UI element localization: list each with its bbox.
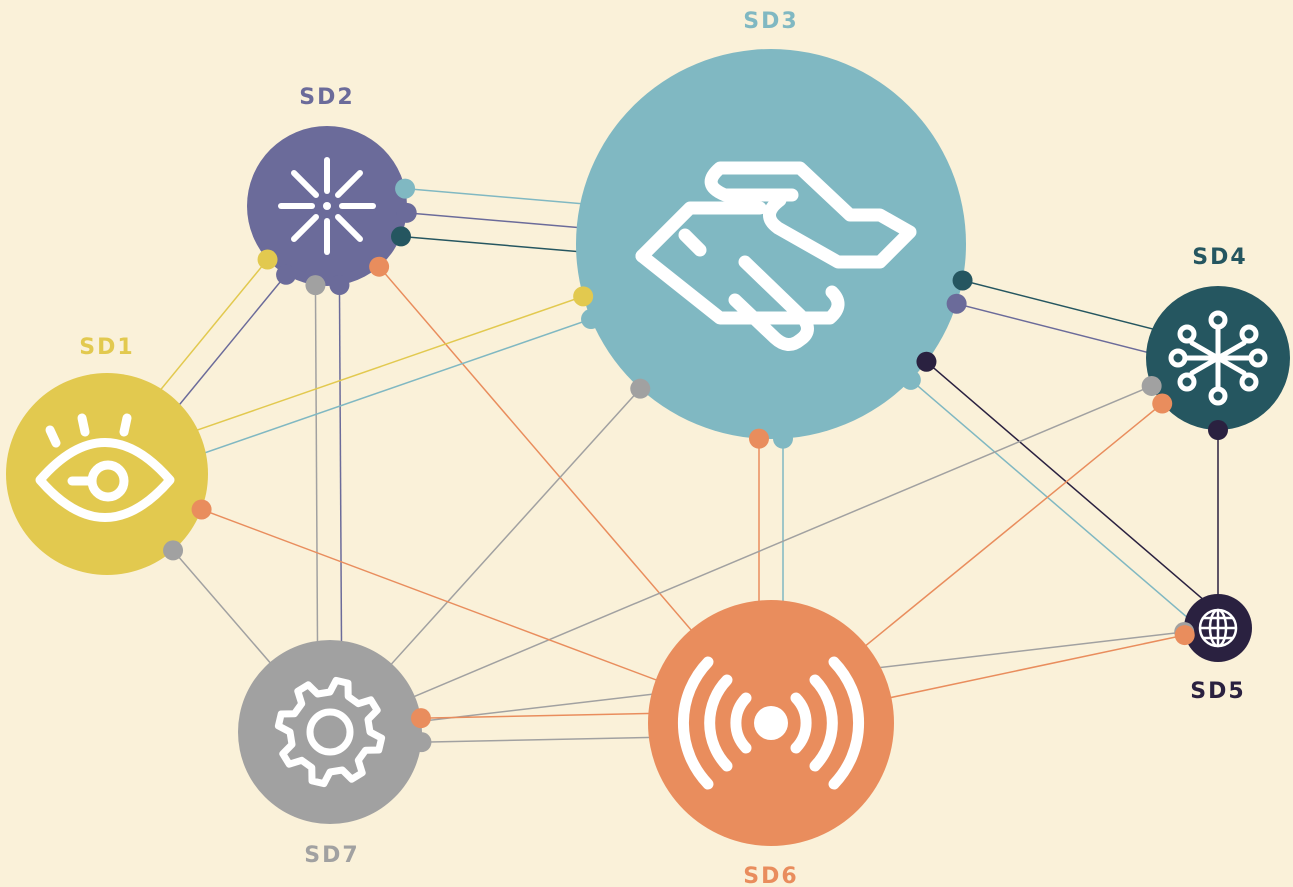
connector-dot-sd2 — [390, 226, 411, 247]
connection-dots — [163, 178, 1228, 753]
connector-dot-sd5 — [1174, 625, 1195, 646]
node-sd6: SD6 — [648, 600, 894, 887]
connector-dot-sd2 — [329, 275, 350, 296]
node-sd1: SD1 — [6, 335, 208, 575]
connector-dot-sd2 — [369, 256, 390, 277]
node-sd7-circle — [238, 640, 422, 824]
globe-icon — [1198, 608, 1238, 648]
connector-dot-sd3 — [581, 309, 602, 330]
node-sd3-label: SD3 — [743, 9, 798, 34]
eye-icon — [35, 413, 175, 522]
node-sd7-label: SD7 — [304, 843, 359, 868]
node-sd1-label: SD1 — [79, 335, 134, 360]
node-sd7: SD7 — [238, 640, 422, 868]
connector-dot-sd4 — [1152, 393, 1173, 414]
connector-dot-sd2 — [395, 178, 416, 199]
node-sd6-label: SD6 — [743, 864, 798, 887]
connector-dot-sd2 — [396, 202, 417, 223]
connector-dot-sd7 — [410, 708, 431, 729]
node-sd2: SD2 — [247, 85, 407, 286]
connector-dot-sd3 — [946, 293, 967, 314]
connector-dot-sd3 — [749, 428, 769, 449]
connector-dot-sd1 — [163, 540, 184, 561]
connector-dot-sd3 — [573, 286, 594, 307]
node-sd5: SD5 — [1184, 594, 1252, 704]
node-sd4-label: SD4 — [1192, 245, 1247, 270]
connector-dot-sd2 — [305, 275, 326, 296]
connector-dot-sd2 — [257, 249, 278, 270]
sparkle-icon — [278, 157, 376, 255]
connector-dot-sd4 — [1141, 375, 1162, 396]
network-icon — [1168, 310, 1268, 406]
connector-dot-sd4 — [1208, 420, 1228, 440]
node-sd3-circle — [576, 49, 966, 439]
connector-dot-sd2 — [276, 264, 297, 285]
handshake-icon — [635, 161, 917, 351]
node-sd3: SD3 — [576, 9, 966, 439]
node-sd5-label: SD5 — [1190, 679, 1245, 704]
gear-icon — [274, 676, 386, 788]
connector-dot-sd7 — [411, 732, 432, 753]
node-sd4: SD4 — [1146, 245, 1290, 430]
connector-dot-sd3 — [630, 378, 651, 399]
connector-dot-sd1 — [191, 499, 212, 520]
connector-dot-sd3 — [773, 428, 793, 449]
connector-dot-sd3 — [952, 270, 973, 291]
connector-dot-sd3 — [900, 369, 921, 390]
node-sd1-circle — [6, 373, 208, 575]
node-sd2-label: SD2 — [299, 85, 354, 110]
connection-sd4-sd7 — [329, 357, 1219, 733]
connector-dot-sd3 — [916, 351, 937, 372]
broadcast-icon — [677, 656, 865, 790]
